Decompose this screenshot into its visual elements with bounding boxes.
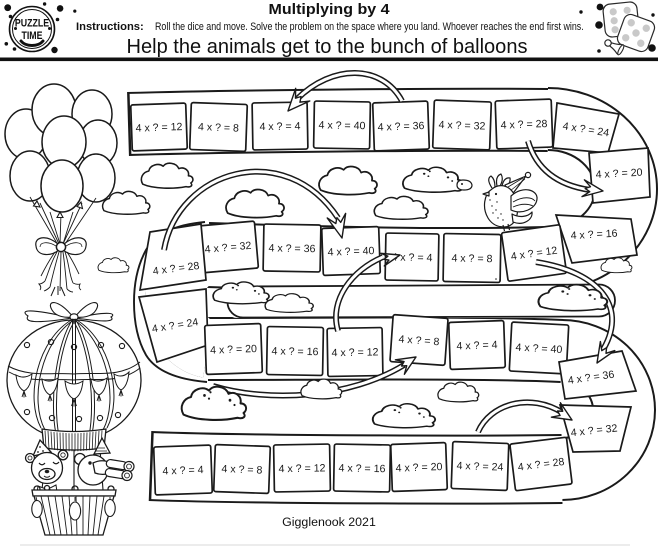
svg-text:4 x ? = 8: 4 x ? = 8 [451, 252, 492, 265]
svg-text:4 x ? = 4: 4 x ? = 4 [259, 120, 300, 133]
svg-text:4 x ? = 8: 4 x ? = 8 [398, 333, 440, 348]
svg-text:4 x ? = 20: 4 x ? = 20 [395, 461, 442, 475]
svg-text:4 x ? = 40: 4 x ? = 40 [318, 119, 365, 132]
svg-text:Instructions:: Instructions: [76, 21, 144, 33]
svg-text:TIME: TIME [21, 30, 42, 42]
svg-text:4 x ? = 20: 4 x ? = 20 [210, 343, 257, 357]
svg-text:4 x ? = 24: 4 x ? = 24 [456, 460, 503, 474]
svg-text:Roll the dice and move. Solve: Roll the dice and move. Solve the proble… [155, 21, 584, 33]
svg-text:4 x ? = 12: 4 x ? = 12 [135, 121, 182, 135]
svg-text:4 x ? = 16: 4 x ? = 16 [570, 228, 617, 242]
svg-text:4 x ? = 40: 4 x ? = 40 [327, 245, 374, 259]
svg-text:Gigglenook 2021: Gigglenook 2021 [282, 515, 376, 529]
svg-text:4 x ? = 8: 4 x ? = 8 [198, 121, 239, 134]
svg-text:4 x ? = 4: 4 x ? = 4 [456, 339, 497, 352]
svg-text:4 x ? = 28: 4 x ? = 28 [152, 260, 200, 278]
svg-text:4 x ? = 36: 4 x ? = 36 [268, 242, 315, 255]
svg-text:PUZZLE: PUZZLE [15, 18, 50, 30]
svg-text:Help the animals get to the bu: Help the animals get to the bunch of bal… [127, 35, 528, 58]
svg-text:4 x ? = 32: 4 x ? = 32 [570, 422, 618, 439]
svg-text:4 x ? = 12: 4 x ? = 12 [331, 346, 378, 359]
svg-text:4 x ? = 20: 4 x ? = 20 [595, 167, 642, 181]
svg-text:4 x ? = 32: 4 x ? = 32 [204, 240, 252, 256]
svg-text:4 x ? = 28: 4 x ? = 28 [500, 118, 547, 132]
svg-text:4 x ? = 32: 4 x ? = 32 [438, 119, 485, 133]
svg-text:4 x ? = 12: 4 x ? = 12 [278, 462, 325, 475]
svg-text:4 x ? = 8: 4 x ? = 8 [221, 463, 262, 476]
svg-text:4 x ? = 16: 4 x ? = 16 [271, 345, 318, 358]
svg-text:4 x ? = 4: 4 x ? = 4 [391, 251, 432, 264]
svg-text:4 x ? = 36: 4 x ? = 36 [377, 120, 424, 134]
svg-text:4 x ? = 4: 4 x ? = 4 [162, 464, 203, 477]
svg-text:4 x ? = 40: 4 x ? = 40 [515, 342, 562, 356]
svg-text:Multiplying by 4: Multiplying by 4 [269, 1, 391, 18]
svg-text:4 x ? = 28: 4 x ? = 28 [517, 456, 565, 474]
svg-text:4 x ? = 16: 4 x ? = 16 [338, 462, 385, 475]
